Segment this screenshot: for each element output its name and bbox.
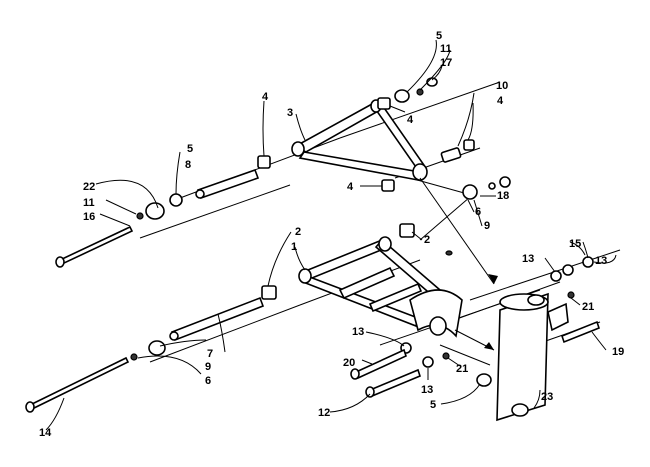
- callout-6: 6: [475, 206, 481, 218]
- callout-9: 9: [484, 220, 490, 232]
- upper-a-arm: [291, 99, 428, 181]
- callout-20: 20: [343, 357, 355, 369]
- callout-16: 16: [83, 211, 95, 223]
- callout-19: 19: [612, 346, 624, 358]
- callout-23: 23: [541, 391, 553, 403]
- lower-shaft-group: [25, 296, 265, 413]
- callout-21: 21: [582, 301, 594, 313]
- callout-5: 5: [187, 143, 193, 155]
- callout-9: 9: [205, 361, 211, 373]
- leader-lines: [45, 39, 617, 431]
- callout-13: 13: [522, 253, 534, 265]
- callout-8: 8: [185, 159, 191, 171]
- assembly-arrows: [419, 177, 498, 351]
- callout-5: 5: [430, 399, 436, 411]
- callout-13: 13: [595, 255, 607, 267]
- callout-2: 2: [295, 226, 301, 238]
- callout-4: 4: [262, 91, 269, 103]
- callout-4: 4: [347, 181, 354, 193]
- callout-18: 18: [497, 190, 509, 202]
- callout-17: 17: [440, 57, 452, 69]
- callout-1: 1: [291, 241, 297, 253]
- callout-10: 10: [496, 80, 508, 92]
- upper-shaft-group: [55, 168, 260, 268]
- callout-14: 14: [39, 427, 52, 439]
- shock-absorber: [496, 292, 569, 422]
- callout-4: 4: [407, 114, 414, 126]
- callout-13: 13: [352, 326, 364, 338]
- callout-12: 12: [318, 407, 330, 419]
- callout-5: 5: [436, 30, 442, 42]
- callout-15: 15: [569, 238, 581, 250]
- callout-11: 11: [440, 43, 452, 55]
- callout-labels: 5 11 17 10 4 4 3 4 5 8 22 11 16 4 18 6 9…: [39, 30, 624, 439]
- callout-6: 6: [205, 375, 211, 387]
- callout-22: 22: [83, 181, 95, 193]
- callout-11: 11: [83, 197, 95, 209]
- upper-arm-hardware: [257, 77, 511, 200]
- shock-hardware: [350, 256, 600, 398]
- lower-a-arm: [298, 236, 463, 338]
- callout-7: 7: [207, 348, 213, 360]
- callout-3: 3: [287, 107, 293, 119]
- callout-4: 4: [497, 95, 504, 107]
- callout-13: 13: [421, 384, 433, 396]
- callout-2: 2: [424, 234, 430, 246]
- callout-21: 21: [456, 363, 468, 375]
